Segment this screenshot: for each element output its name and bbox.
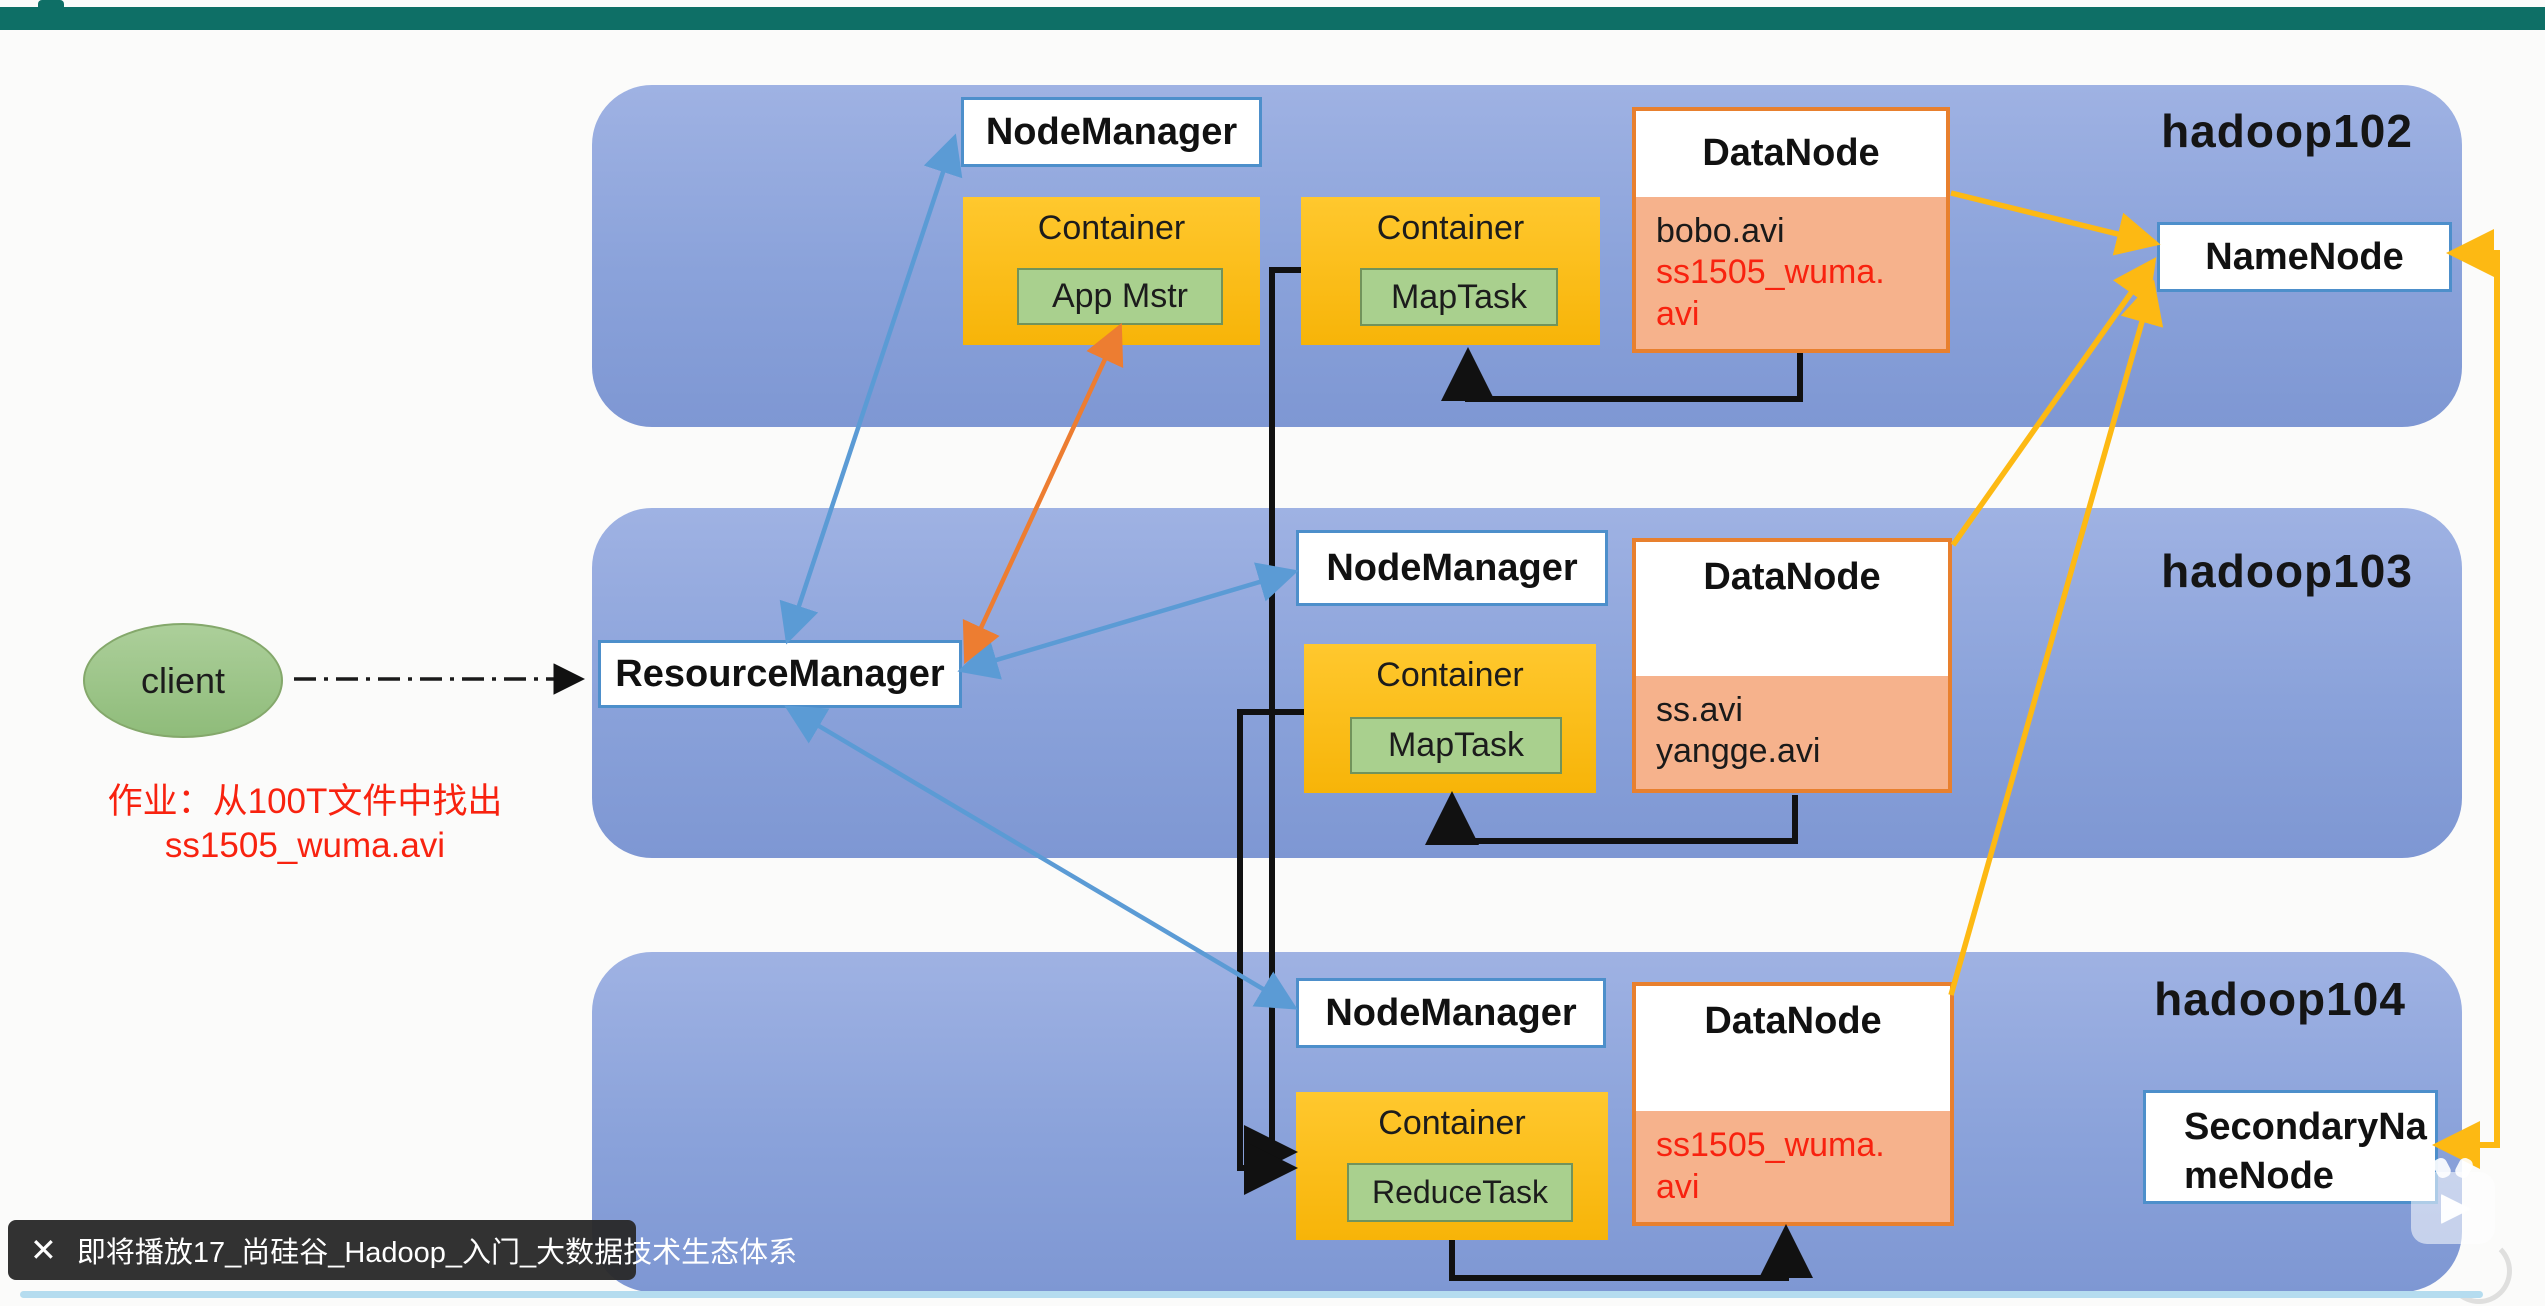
close-icon[interactable]: ✕ [30, 1232, 57, 1268]
watermark-curve [2446, 1238, 2512, 1304]
player-progress-bar [20, 1291, 2483, 1298]
name-node: NameNode [2157, 222, 2452, 292]
player-top-bar [0, 7, 2545, 30]
data-node-104: DataNode ss1505_wuma.avi [1632, 982, 1954, 1226]
task-maptask-102: MapTask [1360, 268, 1558, 326]
container-appmstr-label: Container [1037, 209, 1186, 247]
job-annotation: 作业：从100T文件中找出 ss1505_wuma.avi [80, 780, 530, 868]
data-node-104-title: DataNode [1704, 1000, 1882, 1042]
data-node-103-title: DataNode [1703, 556, 1881, 598]
node-manager-103: NodeManager [1296, 530, 1608, 606]
up-next-toast[interactable]: ✕ 即将播放17_尚硅谷_Hadoop_入门_大数据技术生态体系 [8, 1220, 797, 1280]
file-yangge: yangge.avi [1656, 732, 1821, 771]
up-next-text: 即将播放17_尚硅谷_Hadoop_入门_大数据技术生态体系 [76, 1237, 798, 1269]
client-label: client [140, 659, 226, 701]
host-label-hadoop104: hadoop104 [2154, 973, 2406, 1025]
container-maptask-102-label: Container [1376, 209, 1525, 247]
data-node-102: DataNode bobo.avi ss1505_wuma.avi [1632, 107, 1950, 353]
data-node-103: DataNode ss.avi yangge.avi [1632, 538, 1952, 793]
resource-manager: ResourceManager [598, 640, 962, 708]
container-reducetask-label: Container [1378, 1104, 1526, 1142]
node-manager-104: NodeManager [1296, 978, 1606, 1048]
host-label-hadoop103: hadoop103 [2161, 545, 2413, 597]
node-manager-102: NodeManager [961, 97, 1262, 167]
file-ss: ss.avi [1656, 691, 1743, 729]
data-node-102-title: DataNode [1702, 132, 1880, 175]
host-label-hadoop102: hadoop102 [2161, 105, 2413, 157]
client-node: client [83, 623, 283, 738]
data-node-104-files: ss1505_wuma.avi [1636, 1111, 1950, 1222]
player-top-notch [38, 0, 64, 8]
task-maptask-103: MapTask [1350, 717, 1562, 774]
job-annotation-line1: 作业：从100T文件中找出 [107, 782, 503, 821]
task-reducetask: ReduceTask [1347, 1163, 1573, 1222]
task-app-mstr: App Mstr [1017, 268, 1223, 325]
secondary-name-node: SecondaryNameNode [2143, 1090, 2438, 1204]
job-annotation-line2: ss1505_wuma.avi [164, 825, 446, 865]
container-maptask-103-label: Container [1376, 656, 1524, 694]
file-wuma-102: ss1505_wuma.avi [1656, 253, 1885, 333]
file-wuma-104: ss1505_wuma.avi [1656, 1126, 1885, 1206]
data-node-102-files: bobo.avi ss1505_wuma.avi [1636, 196, 1946, 349]
data-node-103-files: ss.avi yangge.avi [1636, 676, 1948, 789]
play-next-button[interactable] [2411, 1155, 2495, 1248]
file-bobo: bobo.avi [1656, 211, 1785, 250]
